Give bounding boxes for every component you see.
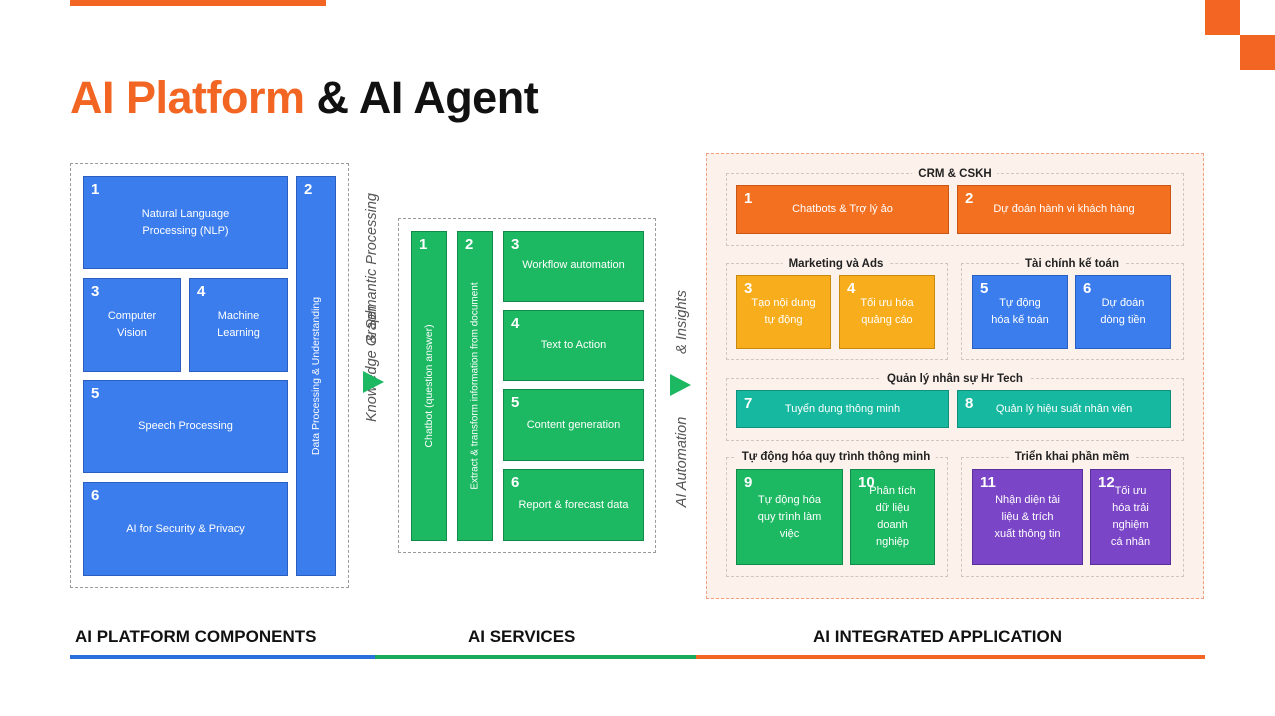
title-accent: AI Platform <box>70 72 305 123</box>
platform-panel <box>70 163 349 588</box>
corner-square-decoration <box>1205 0 1240 35</box>
item-number: 2 <box>304 181 313 198</box>
item-label: Tối ưu hóa trải nghiệm cá nhân <box>1110 485 1151 548</box>
item-label: Nhận diện tài liệu & trích xuất thông ti… <box>994 493 1061 540</box>
flow-label-ai-automation: AI Automation <box>674 416 690 508</box>
footer-label-applications: AI INTEGRATED APPLICATION <box>813 627 1063 646</box>
flow-label-insights: & Insights <box>674 290 690 354</box>
top-accent-bar <box>70 0 326 6</box>
app-item-accounting-automation: 5 Tự động hóa kế toán <box>972 275 1068 349</box>
group-title-finance: Tài chính kế toán <box>1019 257 1125 271</box>
item-label: Computer Vision <box>107 310 157 339</box>
platform-item-data-processing: 2 Data Processing & Understanding <box>296 176 336 576</box>
item-label: Phân tích dữ liệu doanh nghiệp <box>869 485 916 548</box>
item-number: 7 <box>744 395 753 412</box>
service-item-chatbot: 1 Chatbot (question answer) <box>411 231 447 541</box>
corner-square-decoration <box>1240 35 1275 70</box>
footer-label-services: AI SERVICES <box>468 627 576 646</box>
item-number: 4 <box>511 315 520 332</box>
app-item-personal-experience: 12 Tối ưu hóa trải nghiệm cá nhân <box>1090 469 1171 565</box>
item-label: Content generation <box>526 418 621 431</box>
item-label: Dự đoán hành vi khách hàng <box>993 203 1135 215</box>
platform-item-computer-vision: 3 Computer Vision <box>83 278 181 372</box>
item-label: Tự động hóa quy trình làm việc <box>757 493 822 540</box>
platform-item-machine-learning: 4 Machine Learning <box>189 278 288 372</box>
footer-label-platform: AI PLATFORM COMPONENTS <box>75 627 317 646</box>
app-item-content-creation: 3 Tạo nội dung tự động <box>736 275 831 349</box>
arrow-right-icon <box>363 371 384 393</box>
item-number: 3 <box>91 283 100 300</box>
app-item-ad-optimization: 4 Tối ưu hóa quảng cáo <box>839 275 935 349</box>
service-item-workflow: 3 Workflow automation <box>503 231 644 302</box>
item-number: 2 <box>965 190 974 207</box>
app-item-smart-recruitment: 7 Tuyển dụng thông minh <box>736 390 949 428</box>
item-number: 6 <box>91 487 100 504</box>
item-number: 11 <box>980 474 996 491</box>
item-label: Workflow automation <box>522 259 625 271</box>
group-title-software-deployment: Triển khai phần mềm <box>1008 450 1136 464</box>
item-number: 12 <box>1098 474 1115 491</box>
app-item-document-recognition: 11 Nhận diện tài liệu & trích xuất thông… <box>972 469 1083 565</box>
item-label: Text to Action <box>540 339 607 351</box>
item-label: Tối ưu hóa quảng cáo <box>860 297 914 326</box>
flow-label-semantic-processing: & Semantic Processing <box>364 193 380 343</box>
item-label: Tự động hóa kế toán <box>991 297 1049 326</box>
footer-line-services <box>375 655 696 659</box>
item-label: Report & forecast data <box>518 498 629 511</box>
app-item-data-analysis: 10 Phân tích dữ liệu doanh nghiệp <box>850 469 935 565</box>
item-number: 5 <box>91 385 100 402</box>
item-number: 6 <box>511 474 520 491</box>
item-label: AI for Security & Privacy <box>126 522 245 535</box>
item-label: Quản lý hiệu suất nhân viên <box>995 402 1133 415</box>
group-title-crm: CRM & CSKH <box>912 167 998 181</box>
item-label: Speech Processing <box>138 420 233 432</box>
app-item-workflow-automation: 9 Tự động hóa quy trình làm việc <box>736 469 843 565</box>
item-label: Natural Language Processing (NLP) <box>141 207 230 237</box>
footer-line-platform <box>70 655 375 659</box>
app-item-performance-management: 8 Quản lý hiệu suất nhân viên <box>957 390 1171 428</box>
item-label: Dự đoán dòng tiền <box>1100 297 1146 326</box>
platform-item-nlp: 1 Natural Language Processing (NLP) <box>83 176 288 269</box>
title-rest: & AI Agent <box>304 72 539 123</box>
item-number: 3 <box>744 280 753 297</box>
footer-line-applications <box>696 655 1205 659</box>
item-number: 1 <box>419 236 428 253</box>
item-number: 2 <box>465 236 474 253</box>
arrow-right-icon <box>670 374 691 396</box>
item-number: 1 <box>91 181 100 198</box>
item-label: Tuyển dụng thông minh <box>784 402 901 415</box>
item-number: 1 <box>744 190 753 207</box>
item-label: Chatbots & Trợ lý ảo <box>792 203 893 215</box>
service-item-extract: 2 Extract & transform information from d… <box>457 231 493 541</box>
service-item-text-to-action: 4 Text to Action <box>503 310 644 381</box>
page-title: AI Platform & AI Agent <box>70 70 539 126</box>
item-number: 10 <box>858 474 875 491</box>
item-label: Tạo nội dung tự động <box>751 297 816 326</box>
item-label: Data Processing & Understanding <box>310 296 322 456</box>
app-item-customer-behavior: 2 Dự đoán hành vi khách hàng <box>957 185 1171 234</box>
group-title-process-automation: Tự động hóa quy trình thông minh <box>735 450 937 464</box>
item-label: Machine Learning <box>217 310 260 339</box>
services-panel <box>398 218 656 553</box>
platform-item-speech: 5 Speech Processing <box>83 380 288 473</box>
item-number: 5 <box>980 280 989 297</box>
service-item-content-generation: 5 Content generation <box>503 389 644 461</box>
app-item-chatbots: 1 Chatbots & Trợ lý ảo <box>736 185 949 234</box>
item-number: 4 <box>847 280 856 297</box>
app-item-cashflow-forecast: 6 Dự đoán dòng tiền <box>1075 275 1171 349</box>
item-label: Chatbot (question answer) <box>423 324 435 448</box>
item-number: 8 <box>965 395 974 412</box>
item-number: 9 <box>744 474 753 491</box>
item-number: 6 <box>1083 280 1092 297</box>
group-title-marketing: Marketing và Ads <box>782 257 890 271</box>
platform-item-security: 6 AI for Security & Privacy <box>83 482 288 576</box>
item-number: 4 <box>197 283 206 300</box>
item-number: 5 <box>511 394 520 411</box>
item-label: Extract & transform information from doc… <box>469 282 481 490</box>
group-title-hr: Quản lý nhân sự Hr Tech <box>881 372 1029 386</box>
item-number: 3 <box>511 236 520 253</box>
service-item-report: 6 Report & forecast data <box>503 469 644 541</box>
